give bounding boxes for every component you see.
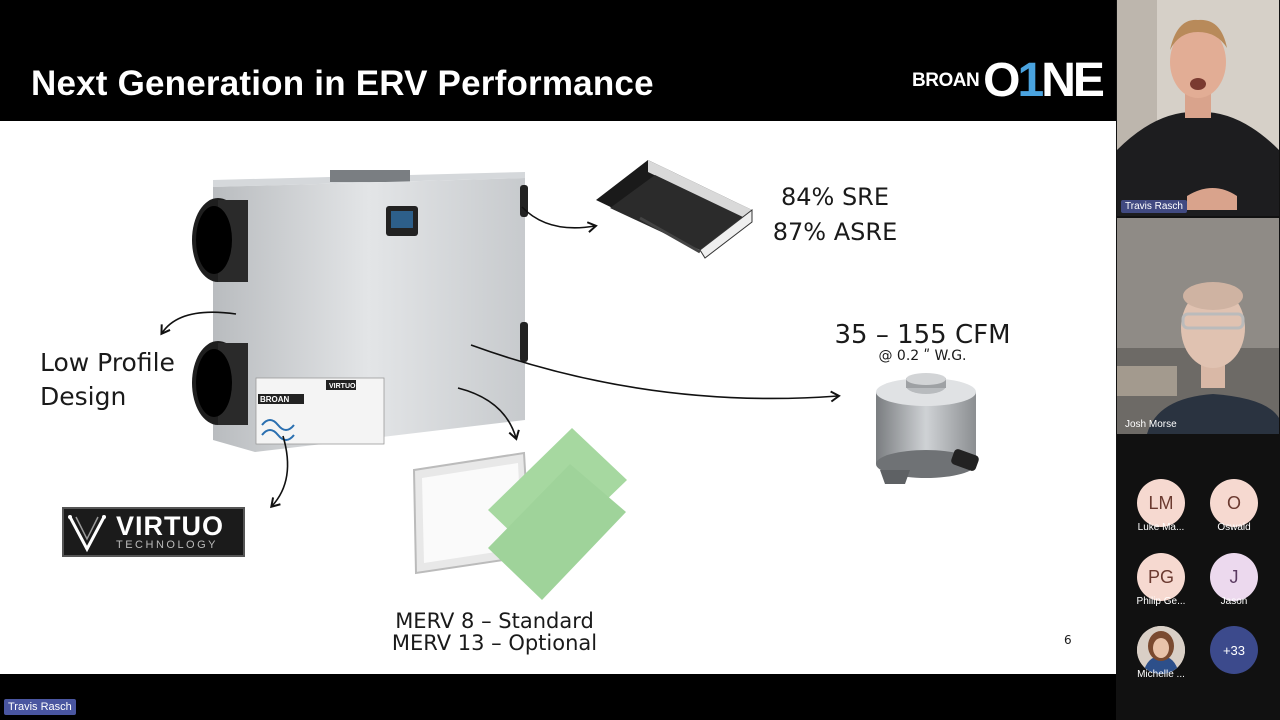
avatar-o[interactable]: O [1210,479,1258,527]
virtuo-technology-logo: VIRTUO TECHNOLOGY [62,507,245,557]
shared-slide: Next Generation in ERV Performance BROAN… [0,0,1116,674]
arrow-virtuo [270,435,289,509]
speaker-video-feed [1117,0,1279,216]
label-merv: MERV 8 – Standard MERV 13 – Optional [372,610,617,654]
avatar-lm[interactable]: LM [1137,479,1185,527]
label-low-profile: Low Profile Design [40,348,175,411]
label-merv13: MERV 13 – Optional [391,631,598,655]
slide-illustrations: BROAN VIRTUO [160,160,979,600]
speaker-name-tag: Travis Rasch [1121,200,1187,213]
arrow-filters [457,387,520,441]
label-efficiency: 84% SRE 87% ASRE [770,180,900,250]
avatar-michelle-photo[interactable] [1137,626,1185,674]
unit-label-brand: BROAN [260,395,290,404]
arrow-core [521,206,598,233]
virtuo-word: VIRTUO [116,511,225,541]
energy-core-image [596,160,753,259]
avatar-lm-name: Luke Ma... [1137,522,1185,533]
blower-motor-image [876,373,979,484]
video-tile-participant[interactable]: Josh Morse [1117,218,1279,434]
avatar-michelle-name: Michelle ... [1137,669,1185,680]
virtuo-v-icon [68,515,106,553]
avatar-pg[interactable]: PG [1137,553,1185,601]
participant-video-feed [1117,218,1279,434]
avatar-o-name: Oswald [1217,522,1251,533]
more-participants-button[interactable]: +33 [1210,626,1258,674]
video-tile-speaker[interactable]: Travis Rasch [1117,0,1279,216]
logo-brand: BROAN [912,70,980,91]
michelle-photo [1137,626,1185,674]
participant-name-tag: Josh Morse [1125,419,1177,430]
label-cfm: 35 – 155 CFM [834,320,1011,350]
unit-label-virtuo: VIRTUO [329,383,356,390]
logo-product: O1NE [983,54,1105,107]
avatar-j[interactable]: J [1210,553,1258,601]
avatar-pg-name: Philip Ge... [1136,596,1186,607]
arrow-low-profile [160,311,237,336]
active-speaker-tag: Travis Rasch [4,699,76,715]
erv-unit-image: BROAN VIRTUO [192,170,528,452]
slide-title: Next Generation in ERV Performance [31,64,654,103]
slide-page-number: 6 [1064,633,1072,647]
broan-one-logo: BROAN O1NE [912,54,1105,107]
label-asre: 87% ASRE [772,218,898,246]
arrow-motor [470,344,841,403]
label-wg: @ 0.2 ʺ W.G. [878,348,967,364]
filters-image [412,428,627,600]
avatar-j-name: Jason [1220,596,1248,607]
virtuo-sub: TECHNOLOGY [116,539,219,551]
slide-header: Next Generation in ERV Performance BROAN… [0,0,1116,121]
label-merv8: MERV 8 – Standard [395,609,594,633]
label-sre: 84% SRE [780,183,890,211]
